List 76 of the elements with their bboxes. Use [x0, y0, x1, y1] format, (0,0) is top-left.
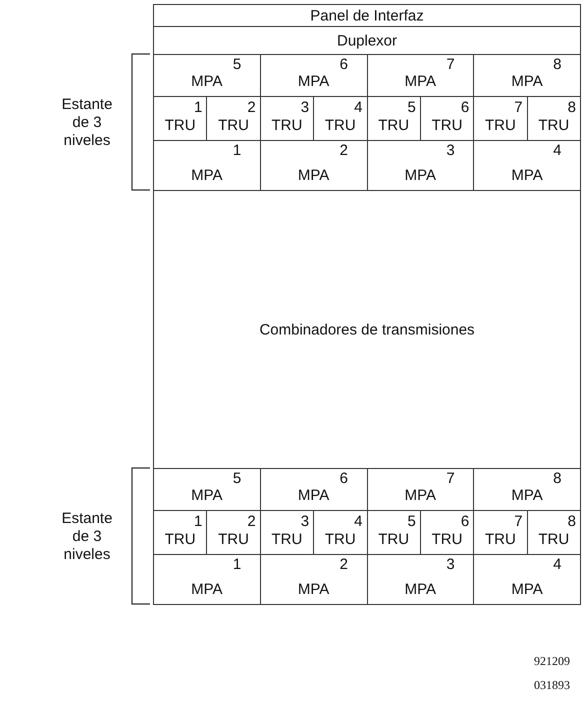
slot-number: 8 — [553, 56, 562, 73]
shelf-label: Estante de 3 niveles — [60, 96, 114, 150]
module-label: MPA — [191, 167, 223, 184]
module-label: MPA — [511, 581, 543, 598]
slot-number: 7 — [514, 99, 523, 116]
module-label: MPA — [191, 73, 223, 90]
slot-number: 5 — [408, 99, 416, 116]
slot-number: 5 — [232, 56, 242, 73]
slot-number: 1 — [232, 142, 242, 159]
slot-number: 3 — [446, 556, 455, 573]
module-slot — [153, 554, 261, 605]
slot-number: 8 — [568, 99, 576, 116]
module-label: TRU — [378, 117, 410, 134]
module-label: MPA — [298, 73, 330, 90]
cabinet-section — [153, 26, 581, 55]
module-label: TRU — [164, 531, 196, 548]
module-label: MPA — [404, 73, 436, 90]
module-label: MPA — [404, 581, 436, 598]
slot-number: 1 — [232, 556, 242, 573]
module-label: MPA — [191, 581, 223, 598]
slot-number: 5 — [232, 470, 242, 487]
module-label: MPA — [511, 487, 543, 504]
module-label: TRU — [164, 117, 196, 134]
module-label: TRU — [538, 117, 570, 134]
slot-number: 4 — [553, 142, 562, 159]
shelf-label: Estante de 3 niveles — [60, 510, 114, 564]
slot-number: 1 — [194, 513, 202, 530]
slot-number: 5 — [408, 513, 416, 530]
module-label: MPA — [298, 167, 330, 184]
module-label: TRU — [538, 531, 570, 548]
cabinet-section — [153, 190, 581, 469]
slot-number: 7 — [446, 470, 455, 487]
slot-number: 2 — [247, 513, 256, 530]
slot-number: 3 — [446, 142, 455, 159]
module-label: MPA — [191, 487, 223, 504]
module-label: MPA — [298, 581, 330, 598]
module-label: TRU — [218, 117, 249, 134]
module-label: TRU — [432, 117, 462, 134]
section-label: Panel de Interfaz — [310, 7, 424, 24]
slot-number: 2 — [340, 556, 348, 573]
module-label: TRU — [324, 117, 356, 134]
slot-number: 7 — [514, 513, 523, 530]
module-label: TRU — [272, 117, 302, 134]
slot-number: 6 — [340, 470, 348, 487]
slot-number: 1 — [194, 99, 202, 116]
slot-number: 3 — [300, 99, 310, 116]
module-label: MPA — [404, 167, 436, 184]
slot-number: 4 — [354, 99, 362, 116]
section-label: Combinadores de transmisiones — [259, 321, 475, 338]
section-label: Duplexor — [336, 32, 398, 49]
slot-number: 2 — [340, 142, 348, 159]
module-slot — [473, 554, 581, 605]
module-label: TRU — [485, 117, 516, 134]
slot-number: 6 — [460, 99, 470, 116]
slot-number: 2 — [247, 99, 256, 116]
slot-number: 3 — [300, 513, 310, 530]
module-label: MPA — [298, 487, 330, 504]
reference-number: 921209 — [533, 653, 570, 670]
reference-number: 031893 — [533, 677, 570, 694]
module-label: TRU — [272, 531, 302, 548]
slot-number: 6 — [460, 513, 470, 530]
slot-number: 4 — [553, 556, 562, 573]
slot-number: 6 — [340, 56, 348, 73]
module-label: TRU — [218, 531, 249, 548]
cabinet-section — [153, 4, 581, 27]
module-label: TRU — [485, 531, 516, 548]
module-label: TRU — [324, 531, 356, 548]
module-label: MPA — [511, 167, 543, 184]
slot-number: 4 — [354, 513, 362, 530]
slot-number: 8 — [568, 513, 576, 530]
module-label: MPA — [404, 487, 436, 504]
module-label: MPA — [511, 73, 543, 90]
slot-number: 7 — [446, 56, 455, 73]
module-label: TRU — [378, 531, 410, 548]
slot-number: 8 — [553, 470, 562, 487]
module-label: TRU — [432, 531, 462, 548]
